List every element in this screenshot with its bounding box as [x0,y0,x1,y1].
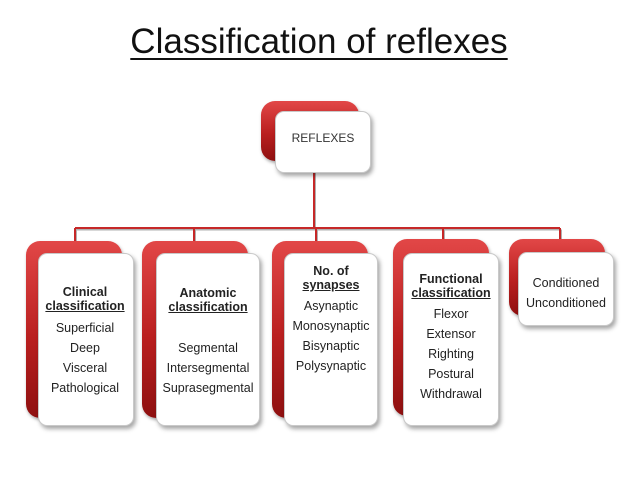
list-item: Visceral [62,361,108,375]
list-item: Pathological [50,381,120,395]
anatomic-heading-2: classification [168,300,248,314]
synapses-heading: No. of synapses [303,264,360,292]
list-item: Bisynaptic [302,339,360,353]
list-item: Righting [428,347,474,361]
anatomic-node [156,253,260,426]
root-label: REFLEXES [291,131,355,145]
list-item: Suprasegmental [162,381,254,395]
synapses-heading-2: synapses [302,278,360,292]
list-item: Withdrawal [420,387,482,401]
list-item: Superficial [55,321,115,335]
conditioned-column: Conditioned Unconditioned [518,273,614,313]
functional-heading-1: Functional [419,272,483,286]
clinical-heading-1: Clinical [62,285,108,299]
list-item: Intersegmental [166,361,250,375]
conditioned-node [518,252,614,326]
list-item: Segmental [178,341,238,355]
synapses-heading-1: No. of [313,264,349,278]
anatomic-heading: Anatomic classification [168,286,247,314]
functional-column: Functional classification Flexor Extenso… [403,272,499,404]
list-item: Unconditioned [526,296,606,310]
list-item: Postural [428,367,474,381]
synapses-column: No. of synapses Asynaptic Monosynaptic B… [284,264,378,376]
list-item: Extensor [426,327,476,341]
list-item: Deep [70,341,100,355]
functional-heading-2: classification [411,286,491,300]
page-title: Classification of reflexes [130,22,508,61]
list-item: Flexor [433,307,469,321]
list-item: Monosynaptic [292,319,370,333]
synapses-node [284,253,378,426]
functional-heading: Functional classification [411,272,490,300]
clinical-heading-2: classification [45,299,125,313]
clinical-node [38,253,134,426]
anatomic-heading-1: Anatomic [179,286,237,300]
anatomic-column: Anatomic classification Segmental Inters… [156,286,260,398]
functional-node [403,253,499,426]
list-item: Asynaptic [303,299,359,313]
clinical-column: Clinical classification Superficial Deep… [38,285,132,398]
root-node [275,111,371,173]
list-item: Polysynaptic [295,359,367,373]
list-item: Conditioned [532,276,600,290]
clinical-heading: Clinical classification [45,285,124,313]
